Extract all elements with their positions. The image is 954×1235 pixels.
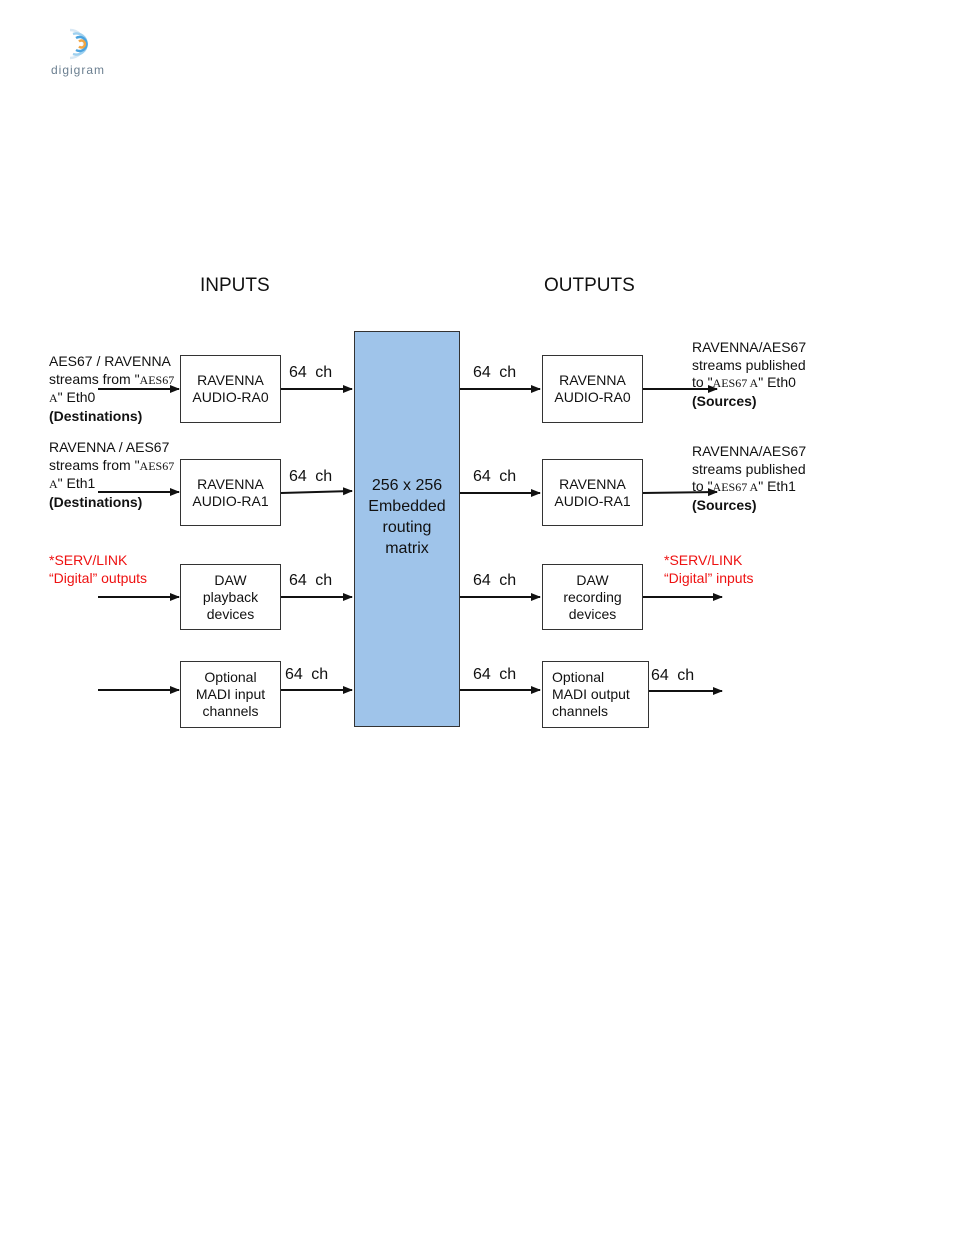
side-label-line: A" Eth1	[49, 475, 96, 491]
output-dest-label-3: *SERV/LINK“Digital” inputs	[664, 552, 753, 587]
side-label-line: AES67 / RAVENNA	[49, 353, 171, 369]
side-label-line: RAVENNA / AES67	[49, 439, 170, 455]
side-label-line: streams from "AES67	[49, 370, 175, 387]
side-label-line: (Sources)	[692, 392, 757, 409]
side-label-line: (Destinations)	[49, 493, 143, 510]
side-label-line: (Sources)	[692, 496, 757, 513]
routing-matrix-label: 256 x 256 Embedded routing matrix	[368, 477, 446, 557]
side-label-line: *SERV/LINK	[664, 552, 743, 568]
side-label-line: “Digital” inputs	[664, 569, 754, 586]
side-label-line: RAVENNA/AES67	[692, 339, 807, 355]
digigram-logo	[64, 26, 98, 62]
side-label-line: *SERV/LINK	[49, 552, 128, 568]
side-label-line: RAVENNA/AES67	[692, 443, 807, 459]
side-label-line: A" Eth0	[49, 389, 96, 405]
channel-label: 64 ch	[285, 666, 329, 683]
channel-label: 64 ch	[473, 364, 517, 381]
routing-matrix: 256 x 256 Embedded routing matrix	[354, 331, 460, 727]
side-label-line: “Digital” outputs	[49, 569, 148, 586]
channel-label: 64 ch	[473, 572, 517, 589]
input-source-label-3: *SERV/LINK“Digital” outputs	[49, 552, 147, 587]
outputs-heading: OUTPUTS	[544, 275, 635, 296]
channel-label: 64 ch	[289, 364, 333, 381]
channel-label: 64 ch	[651, 667, 695, 684]
arrow-input-2-out	[280, 487, 353, 496]
arrow-output-2-out	[641, 488, 718, 497]
side-label-line: streams published	[692, 460, 806, 477]
side-label-line: streams from "AES67	[49, 456, 175, 473]
channel-label: 64 ch	[473, 666, 517, 683]
side-label-line: to "AES67 A" Eth0	[692, 374, 796, 390]
channel-label: 64 ch	[289, 468, 333, 485]
digigram-swirl-icon	[69, 28, 88, 60]
channel-label: 64 ch	[289, 572, 333, 589]
logo-text: digigram	[51, 63, 106, 77]
side-label-line: to "AES67 A" Eth1	[692, 478, 796, 494]
side-label-line: streams published	[692, 356, 806, 373]
inputs-heading: INPUTS	[200, 275, 270, 296]
channel-label: 64 ch	[473, 468, 517, 485]
side-label-line: (Destinations)	[49, 407, 143, 424]
